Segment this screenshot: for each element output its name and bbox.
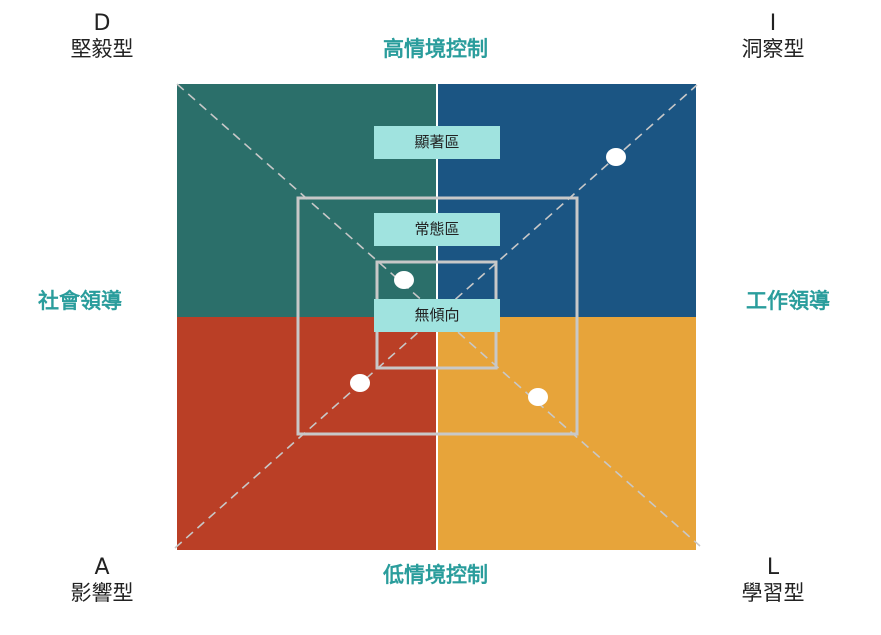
- marker-dot-d: [394, 271, 414, 289]
- marker-dot-i: [606, 148, 626, 166]
- quadrant-top-right: [438, 84, 696, 317]
- marker-dot-l: [528, 388, 548, 406]
- zone-label-normal: 常態區: [374, 213, 500, 246]
- corner-label-d: 堅毅型: [70, 37, 134, 61]
- corner-bottom-left: A 影響型: [57, 556, 147, 606]
- axis-label-top: 高情境控制: [383, 37, 488, 61]
- corner-label-i: 洞察型: [741, 37, 805, 61]
- axis-label-left: 社會領導: [38, 289, 122, 313]
- corner-label-a: 影響型: [70, 581, 134, 605]
- quadrant-top-left: [177, 84, 436, 317]
- corner-label-l: 學習型: [741, 581, 805, 605]
- zone-label-significant: 顯著區: [374, 126, 500, 159]
- corner-letter-l: L: [766, 555, 780, 580]
- corner-letter-i: I: [769, 11, 777, 36]
- middle-zone-frame: [296, 196, 579, 436]
- corner-letter-d: D: [93, 11, 111, 36]
- corner-top-left: D 堅毅型: [57, 12, 147, 62]
- axis-label-right: 工作領導: [746, 289, 830, 313]
- corner-bottom-right: L 學習型: [728, 556, 818, 606]
- marker-dot-a: [350, 374, 370, 392]
- axis-label-bottom: 低情境控制: [383, 563, 488, 587]
- corner-top-right: I 洞察型: [728, 12, 818, 62]
- corner-letter-a: A: [94, 555, 110, 580]
- zone-label-neutral: 無傾向: [374, 299, 500, 332]
